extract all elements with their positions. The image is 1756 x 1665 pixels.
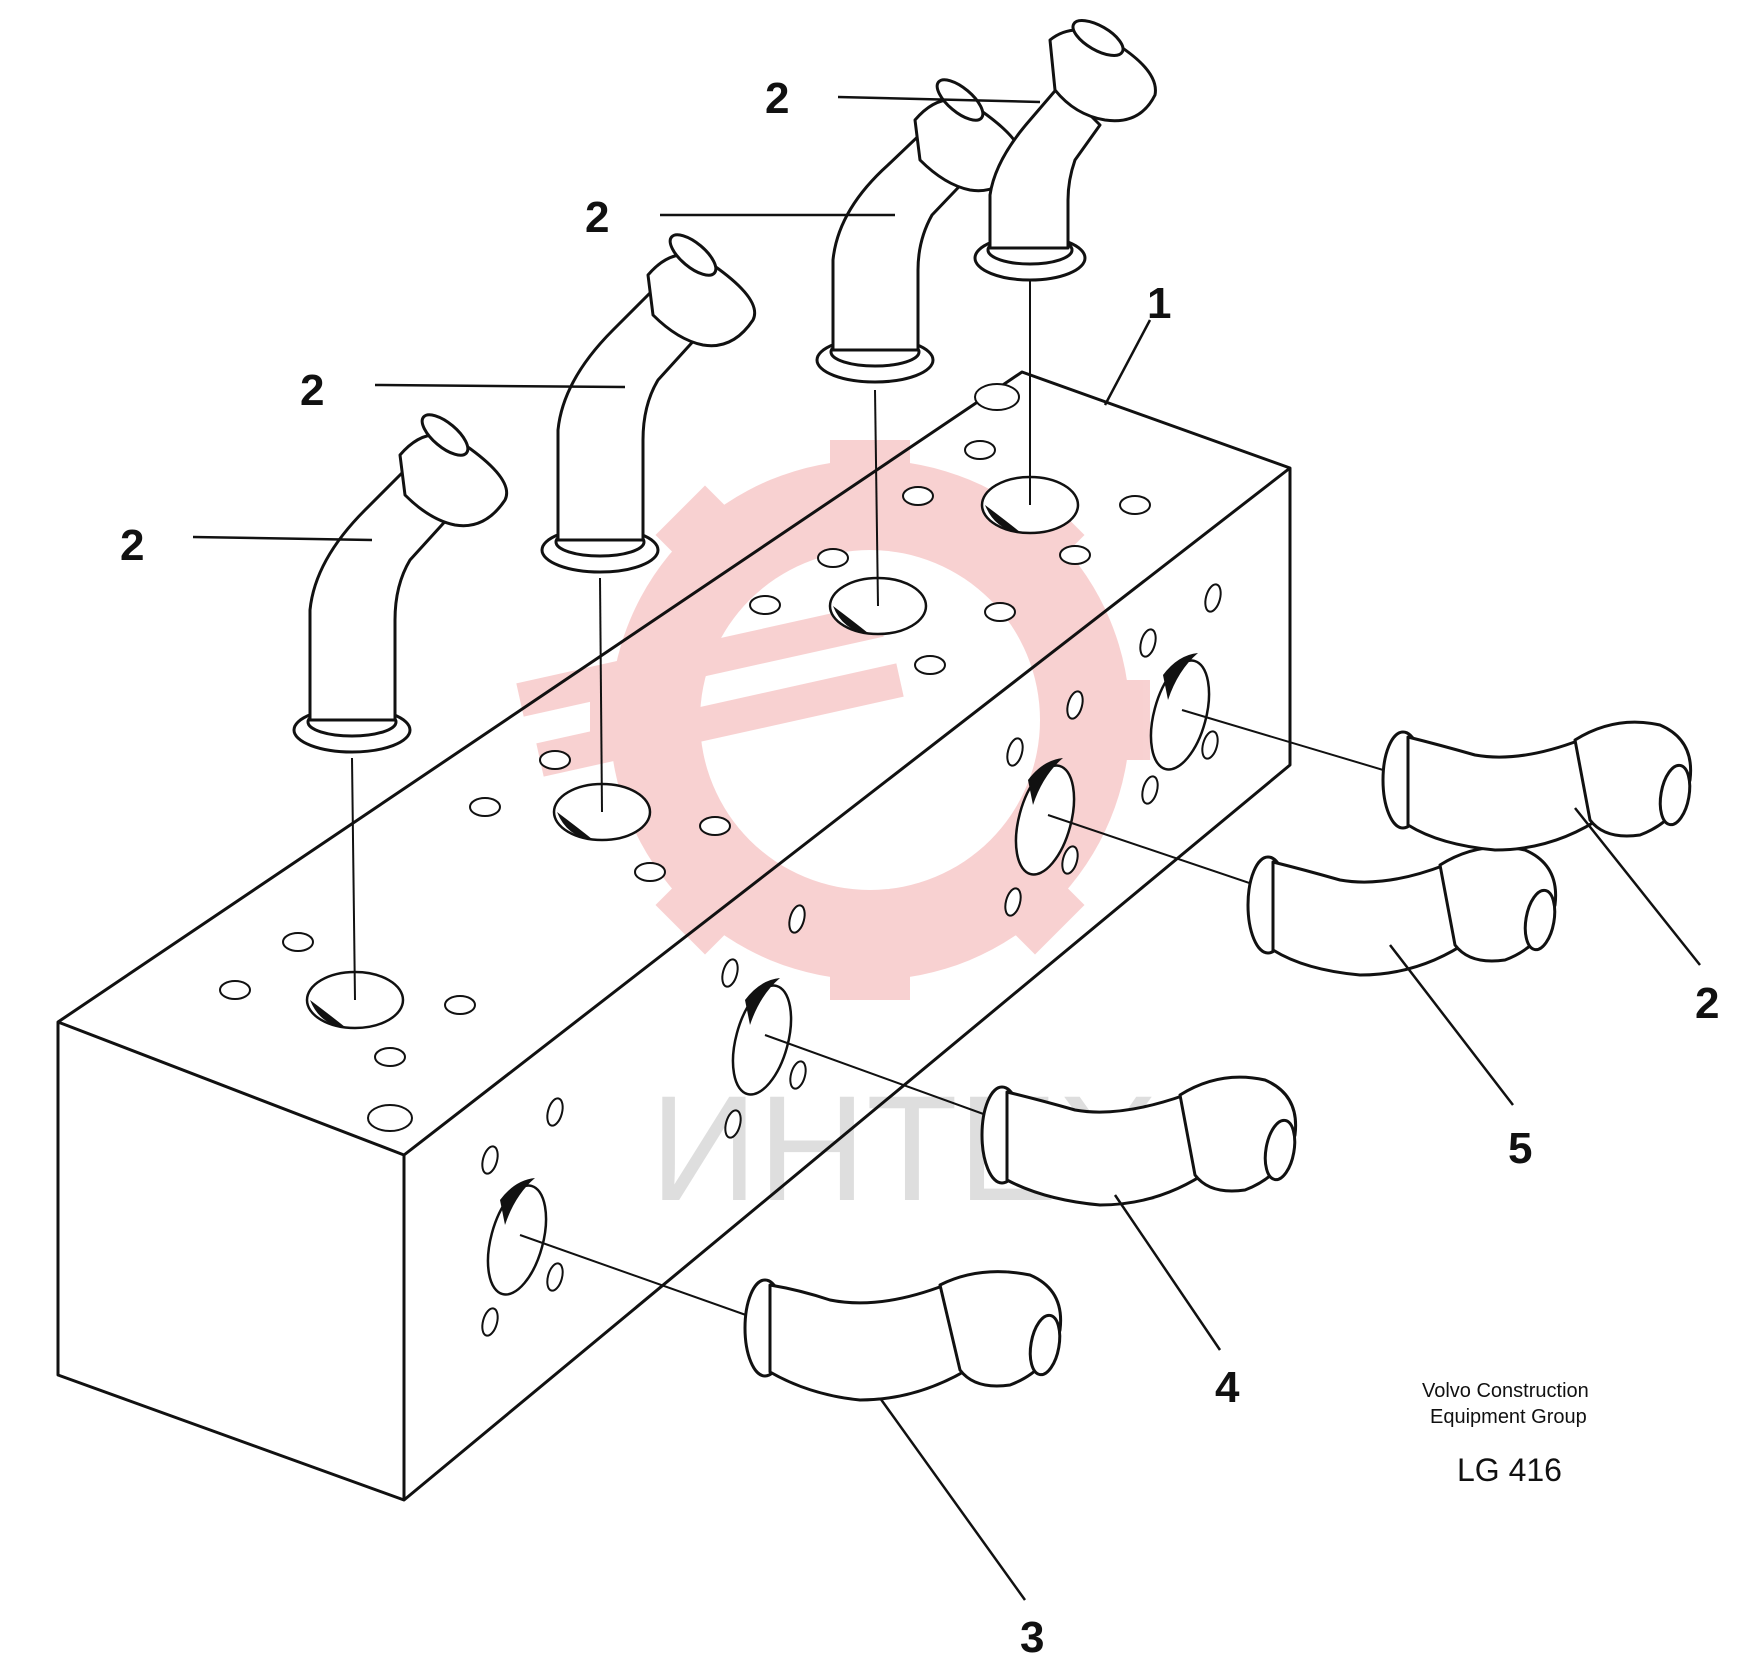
side-port-d [1149, 653, 1211, 771]
side-ports [486, 653, 1211, 1296]
callout-leaders [192, 95, 1701, 1601]
side-bolt-holes [481, 583, 1222, 1337]
callout-elbow-side-4: 4 [1215, 1363, 1240, 1412]
callout-elbow-top-4: 2 [765, 74, 789, 123]
elbow-side-3 [743, 1270, 1063, 1402]
callout-block: 1 [1147, 279, 1171, 328]
elbow-side-5 [1246, 845, 1558, 977]
caption-line-2: Equipment Group [1430, 1406, 1587, 1428]
callout-elbow-side-right: 2 [1695, 979, 1719, 1028]
callout-elbow-top-1: 2 [120, 521, 144, 570]
callout-elbow-top-2: 2 [300, 366, 324, 415]
manifold-block [56, 370, 1292, 1502]
top-bolt-holes [219, 383, 1151, 1132]
drawing-code: LG 416 [1457, 1452, 1562, 1488]
side-port-a [486, 1178, 548, 1296]
caption-line-1: Volvo Construction [1422, 1380, 1589, 1402]
elbow-side-2 [1381, 720, 1693, 852]
assembly-lines [351, 280, 1401, 1321]
elbow-top-4 [973, 19, 1157, 282]
callout-elbow-top-3: 2 [585, 193, 609, 242]
side-port-c [1014, 758, 1076, 876]
side-port-b [731, 978, 793, 1096]
elbow-top-2 [540, 233, 756, 574]
elbow-side-4 [980, 1075, 1298, 1207]
elbow-top-1 [292, 413, 508, 754]
callout-elbow-side-3: 3 [1020, 1613, 1044, 1662]
callout-elbow-side-5: 5 [1508, 1124, 1532, 1173]
